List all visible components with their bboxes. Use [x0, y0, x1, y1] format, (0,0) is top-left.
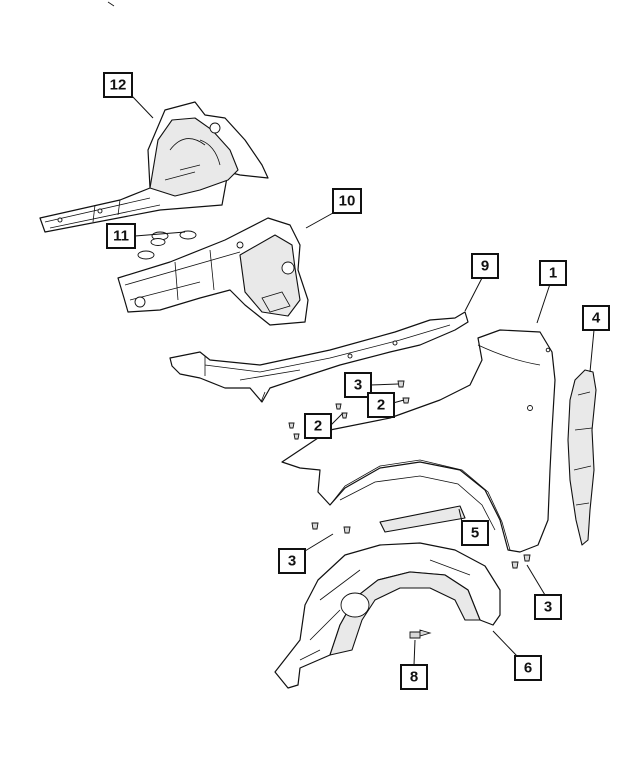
callout-6: 6: [514, 655, 542, 681]
callout-12: 12: [103, 72, 133, 98]
svg-text:12: 12: [110, 77, 127, 94]
callout-9: 9: [471, 253, 499, 279]
leader-lines: [131, 95, 595, 666]
svg-text:5: 5: [471, 525, 479, 542]
part-4-seal: [567, 369, 597, 546]
callout-3-left: 3: [278, 548, 306, 574]
part-9-fender-support: [169, 311, 469, 403]
svg-text:3: 3: [354, 377, 362, 394]
callout-8: 8: [400, 664, 428, 690]
callout-10: 10: [332, 188, 362, 214]
svg-text:11: 11: [113, 228, 129, 245]
callout-2-left: 2: [304, 413, 332, 439]
svg-text:2: 2: [314, 418, 322, 435]
part-11-plugs: [137, 230, 197, 260]
svg-text:6: 6: [524, 660, 532, 677]
fasteners: [288, 380, 531, 639]
part-10-shock-tower: [117, 217, 309, 326]
svg-text:8: 8: [410, 669, 418, 686]
top-mark: [107, 1, 115, 7]
callout-2-right: 2: [367, 392, 395, 418]
callout-3-right: 3: [534, 594, 562, 620]
callout-11: 11: [106, 223, 136, 249]
callout-3-upper: 3: [344, 372, 372, 398]
part-1-front-fender: [281, 329, 556, 553]
svg-text:10: 10: [339, 193, 356, 210]
svg-text:3: 3: [288, 553, 296, 570]
svg-text:9: 9: [481, 258, 489, 275]
svg-text:4: 4: [592, 310, 601, 327]
callout-5: 5: [461, 520, 489, 546]
part-12-rail-extension: [39, 101, 269, 233]
svg-text:3: 3: [544, 599, 552, 616]
svg-text:2: 2: [377, 397, 385, 414]
part-6-wheelhouse-liner: [274, 542, 501, 689]
callout-4: 4: [582, 305, 610, 331]
callout-1: 1: [539, 260, 567, 286]
svg-text:1: 1: [549, 265, 557, 282]
